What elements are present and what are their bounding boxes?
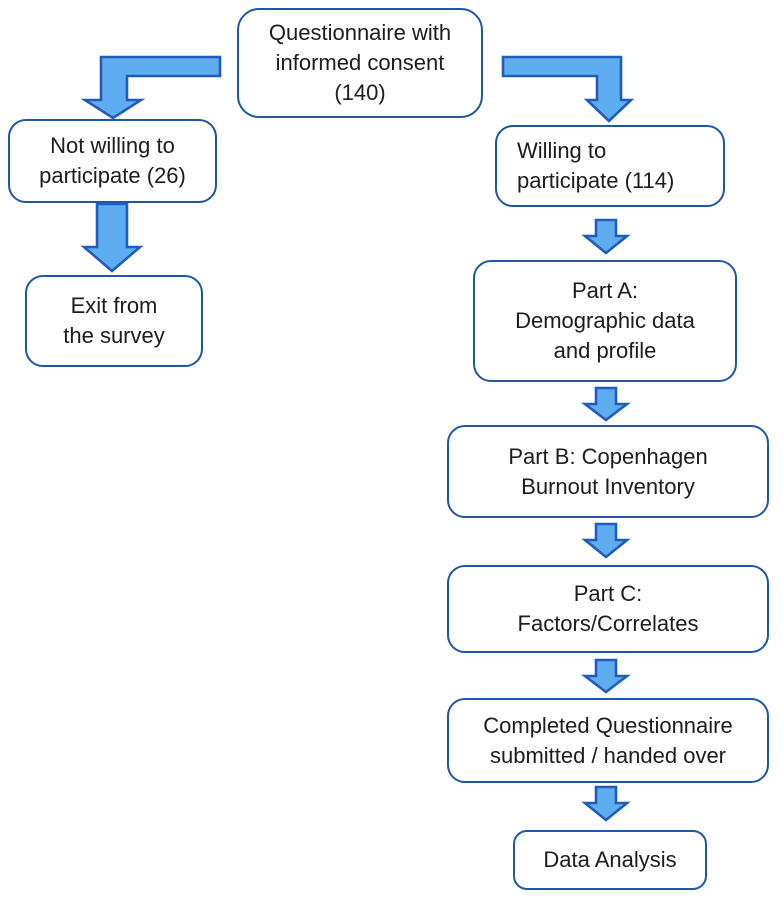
node-exit-survey-label: Exit from the survey: [63, 293, 165, 348]
node-completed-questionnaire-label: Completed Questionnaire submitted / hand…: [483, 712, 733, 768]
node-completed-questionnaire: Completed Questionnaire submitted / hand…: [447, 698, 769, 783]
node-not-willing: Not willing to participate (26): [8, 119, 217, 203]
node-part-c: Part C: Factors/Correlates: [447, 565, 769, 653]
node-part-a: Part A: Demographic data and profile: [473, 260, 737, 382]
node-not-willing-label: Not willing to participate (26): [39, 133, 186, 188]
arrow-partc-to-completed-icon: [581, 658, 631, 694]
arrow-notwilling-to-exit-icon: [80, 202, 144, 273]
arrow-questionnaire-to-willing-icon: [501, 55, 635, 123]
arrow-willing-to-parta-icon: [581, 218, 631, 255]
node-willing: Willing to participate (114): [495, 125, 725, 207]
node-data-analysis-label: Data Analysis: [543, 847, 677, 872]
node-data-analysis: Data Analysis: [513, 830, 707, 890]
node-questionnaire: Questionnaire with informed consent (140…: [237, 8, 483, 118]
node-part-a-label: Part A: Demographic data and profile: [515, 278, 695, 363]
arrow-parta-to-partb-icon: [581, 386, 631, 422]
node-part-b-label: Part B: Copenhagen Burnout Inventory: [508, 443, 708, 499]
arrow-partb-to-partc-icon: [581, 522, 631, 559]
node-willing-label: Willing to participate (114): [517, 138, 675, 193]
node-questionnaire-label: Questionnaire with informed consent (140…: [268, 20, 452, 105]
arrow-completed-to-dataanalysis-icon: [581, 785, 631, 822]
arrow-questionnaire-to-notwilling-icon: [80, 55, 222, 120]
node-exit-survey: Exit from the survey: [25, 275, 203, 367]
node-part-b: Part B: Copenhagen Burnout Inventory: [447, 425, 769, 518]
node-part-c-label: Part C: Factors/Correlates: [517, 581, 699, 636]
